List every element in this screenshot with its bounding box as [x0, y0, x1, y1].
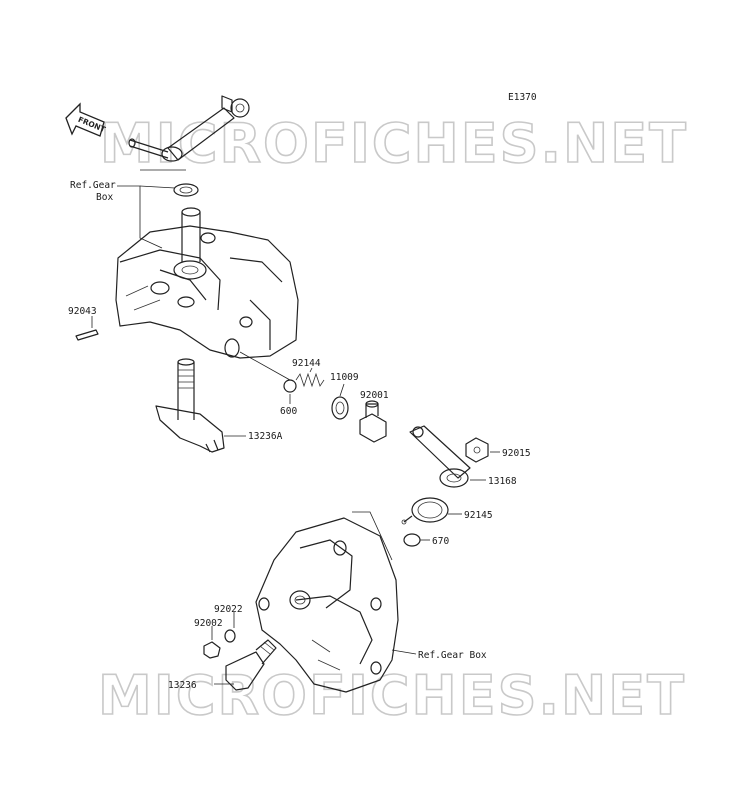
pin-92043: 92043	[68, 306, 99, 341]
bolt-92002: 92002	[194, 618, 223, 659]
svg-text:92001: 92001	[360, 390, 389, 401]
svg-text:Ref.Gear: Ref.Gear	[70, 180, 116, 191]
svg-text:13236A: 13236A	[248, 431, 283, 442]
svg-text:92022: 92022	[214, 604, 243, 615]
svg-text:600: 600	[280, 406, 297, 417]
spring-92144: 92144	[292, 358, 325, 388]
shift-lever-top	[128, 95, 250, 162]
svg-text:13236: 13236	[168, 680, 197, 691]
diagram-code: E1370	[508, 92, 537, 103]
svg-text:92043: 92043	[68, 306, 97, 317]
svg-text:670: 670	[432, 536, 449, 547]
svg-text:92015: 92015	[502, 448, 531, 459]
watermark-bottom: MICROFICHES.NET	[98, 664, 686, 727]
svg-text:92145: 92145	[464, 510, 493, 521]
svg-text:11009: 11009	[330, 372, 359, 383]
plug-92001: 92001	[359, 390, 389, 443]
watermark-top: MICROFICHES.NET	[100, 112, 688, 175]
washer-92022: 92022	[214, 604, 243, 643]
washer-11009: 11009	[330, 372, 359, 420]
front-arrow-icon: FRONT	[65, 102, 108, 137]
ref-gear-box-top: Ref.Gear Box	[70, 169, 186, 249]
svg-text:13168: 13168	[488, 476, 517, 487]
shift-arm-13168: 13168	[409, 425, 517, 488]
washer-top	[173, 183, 199, 197]
ref-gear-box-bottom: Ref.Gear Box	[418, 650, 487, 661]
shift-shaft-13236: 13236	[168, 639, 277, 691]
svg-text:Box: Box	[96, 192, 113, 203]
oring-670: 670	[403, 533, 449, 547]
shift-shaft-13236A: 13236A	[155, 358, 283, 453]
upper-gearbox-housing	[115, 207, 299, 359]
svg-text:92144: 92144	[292, 358, 321, 369]
svg-text:92002: 92002	[194, 618, 223, 629]
lower-gearbox-housing: Ref.Gear Box	[255, 511, 487, 693]
nut-92015: 92015	[465, 437, 531, 463]
ball-600: 600	[280, 379, 297, 417]
spring-92145: 92145	[401, 497, 493, 525]
